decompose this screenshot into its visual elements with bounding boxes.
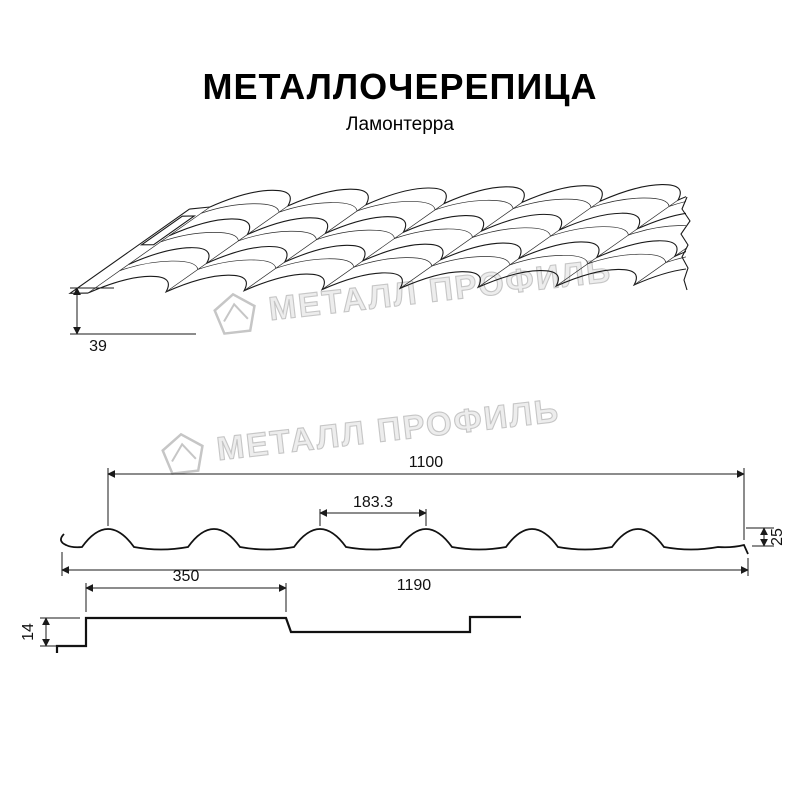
- dim-edge-height: 39: [70, 287, 196, 355]
- side-flange: [70, 207, 210, 293]
- extension-lines: [85, 583, 287, 612]
- extension-lines: [70, 287, 196, 335]
- dim-step-height: 14: [20, 617, 80, 647]
- tile-column-joints: [88, 198, 800, 293]
- dim-step-height-label: 14: [20, 623, 37, 641]
- dim-step-length: 350: [85, 568, 287, 612]
- dim-profile-height-label: 25: [769, 528, 786, 546]
- tile-row-line: [209, 180, 686, 208]
- page-title: МЕТАЛЛОЧЕРЕПИЦА: [202, 66, 598, 107]
- step-profile-drawing: 350 14: [20, 568, 521, 653]
- dim-profile-height: 25: [746, 527, 786, 547]
- perspective-view-drawing: 39: [70, 180, 800, 355]
- dim-step-length-label: 350: [173, 568, 200, 585]
- dim-full-width: 1190: [61, 552, 749, 594]
- metall-profil-logo-icon: [213, 292, 256, 335]
- watermark-top: МЕТАЛЛ ПРОФИЛЬ: [211, 249, 614, 336]
- extension-lines: [61, 552, 749, 576]
- dim-full-width-label: 1190: [397, 577, 432, 594]
- page-subtitle: Ламонтерра: [346, 114, 454, 135]
- cross-section-drawing: 1100 183.3 25 1190: [60, 454, 786, 594]
- extension-lines: [319, 509, 427, 526]
- header: МЕТАЛЛОЧЕРЕПИЦА Ламонтерра: [0, 0, 800, 136]
- dim-cover-width-label: 1100: [409, 454, 444, 471]
- dim-wave-pitch: 183.3: [319, 494, 427, 526]
- dim-edge-height-label: 39: [89, 338, 107, 355]
- dim-wave-pitch-label: 183.3: [353, 494, 393, 511]
- step-profile: [55, 615, 521, 653]
- wave-profile: [60, 528, 749, 555]
- flange-stamp: [142, 216, 195, 245]
- dim-cover-width: 1100: [107, 454, 745, 540]
- break-line: [680, 196, 691, 291]
